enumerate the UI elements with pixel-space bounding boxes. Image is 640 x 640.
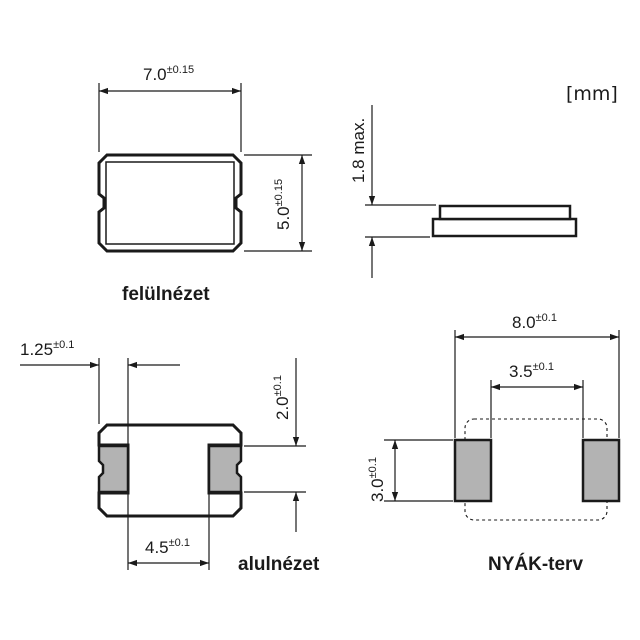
dim-pcb-outer: 8.0±0.1	[512, 312, 557, 332]
pcb-layout: 8.0±0.1 3.5±0.1 3.0±0.1 NYÁK-terv	[367, 312, 621, 575]
dim-pcb-gap: 3.5±0.1	[509, 361, 554, 381]
dim-pad-pitch: 4.5±0.1	[145, 537, 190, 557]
pcb-pad-left	[453, 438, 493, 503]
bottom-view-label: alulnézet	[238, 554, 320, 575]
dim-side-height: 1.8 max.	[349, 118, 368, 183]
side-view: 1.8 max.	[349, 105, 578, 278]
bottom-view: 1.25±0.1 2.0±0.1 4.5±0.1 alulnézet	[20, 339, 320, 575]
top-view-body	[97, 153, 243, 253]
dim-pad-height: 2.0±0.1	[272, 375, 292, 420]
top-view-lid	[105, 161, 235, 245]
top-view: 7.0±0.15 5.0±0.15 felülnézet	[97, 64, 312, 305]
unit-label: [mm]	[566, 83, 618, 105]
dim-pad-width: 1.25±0.1	[20, 339, 74, 359]
bottom-pad-right	[207, 444, 243, 494]
side-view-base	[431, 217, 578, 238]
dim-pcb-pad-height: 3.0±0.1	[367, 457, 387, 502]
bottom-pad-left	[97, 444, 130, 494]
top-view-label: felülnézet	[122, 284, 210, 305]
dim-top-width: 7.0±0.15	[143, 64, 194, 84]
pcb-layout-label: NYÁK-terv	[488, 553, 583, 575]
dim-top-height: 5.0±0.15	[273, 179, 293, 230]
side-view-lid	[438, 204, 572, 221]
pcb-pad-right	[581, 438, 621, 503]
